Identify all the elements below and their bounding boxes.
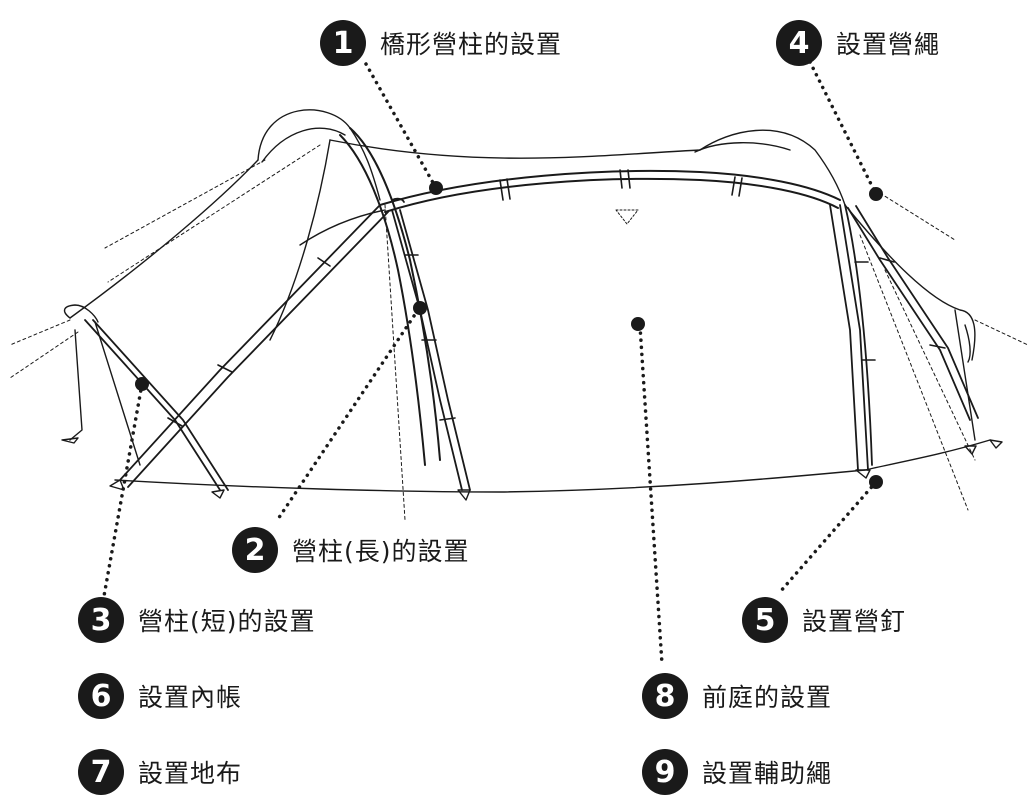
step-badge: 1 [320, 20, 366, 66]
marker-dot-2 [413, 301, 427, 315]
callout-9: 9 設置輔助繩 [642, 747, 832, 797]
marker-dot-8 [631, 317, 645, 331]
callout-7: 7 設置地布 [78, 747, 242, 797]
callout-5: 5 設置營釘 [742, 595, 906, 645]
marker-dot-1 [429, 181, 443, 195]
leader-line-1 [364, 62, 438, 190]
step-label: 設置營繩 [836, 30, 941, 59]
callout-2: 2 營柱(長)的設置 [232, 525, 470, 575]
leader-line-2 [274, 308, 420, 524]
leader-line-5 [778, 480, 878, 594]
stake-loops [61, 437, 1003, 501]
step-label: 營柱(短)的設置 [138, 607, 316, 636]
leader-line-4 [808, 60, 878, 196]
step-badge: 4 [776, 20, 822, 66]
leader-line-8 [638, 324, 664, 666]
step-badge: 6 [78, 673, 124, 719]
tent-fly [63, 109, 991, 493]
door-marker-icon [615, 209, 639, 225]
step-label: 前庭的設置 [702, 683, 833, 712]
callout-1: 1 橋形營柱的設置 [320, 18, 562, 68]
guy-lines [9, 144, 1029, 521]
callout-4: 4 設置營繩 [776, 18, 940, 68]
callout-6: 6 設置內帳 [78, 671, 242, 721]
step-badge: 5 [742, 597, 788, 643]
marker-dot-4 [869, 187, 883, 201]
marker-dot-5 [869, 475, 883, 489]
step-label: 設置營釘 [802, 607, 907, 636]
right-poles [829, 204, 979, 471]
step-badge: 7 [78, 749, 124, 795]
leader-line-3 [102, 382, 144, 598]
pole-clips [167, 169, 946, 427]
callout-3: 3 營柱(短)的設置 [78, 595, 316, 645]
step-badge: 8 [642, 673, 688, 719]
step-label: 設置輔助繩 [702, 759, 833, 788]
step-label: 設置內帳 [138, 683, 243, 712]
short-poles [84, 204, 389, 491]
long-pole [391, 197, 471, 491]
callout-8: 8 前庭的設置 [642, 671, 832, 721]
step-badge: 9 [642, 749, 688, 795]
step-badge: 3 [78, 597, 124, 643]
marker-dot-3 [135, 377, 149, 391]
step-label: 設置地布 [138, 759, 243, 788]
step-label: 橋形營柱的設置 [380, 30, 563, 59]
arch-pole [339, 127, 841, 466]
step-label: 營柱(長)的設置 [292, 537, 470, 566]
step-badge: 2 [232, 527, 278, 573]
